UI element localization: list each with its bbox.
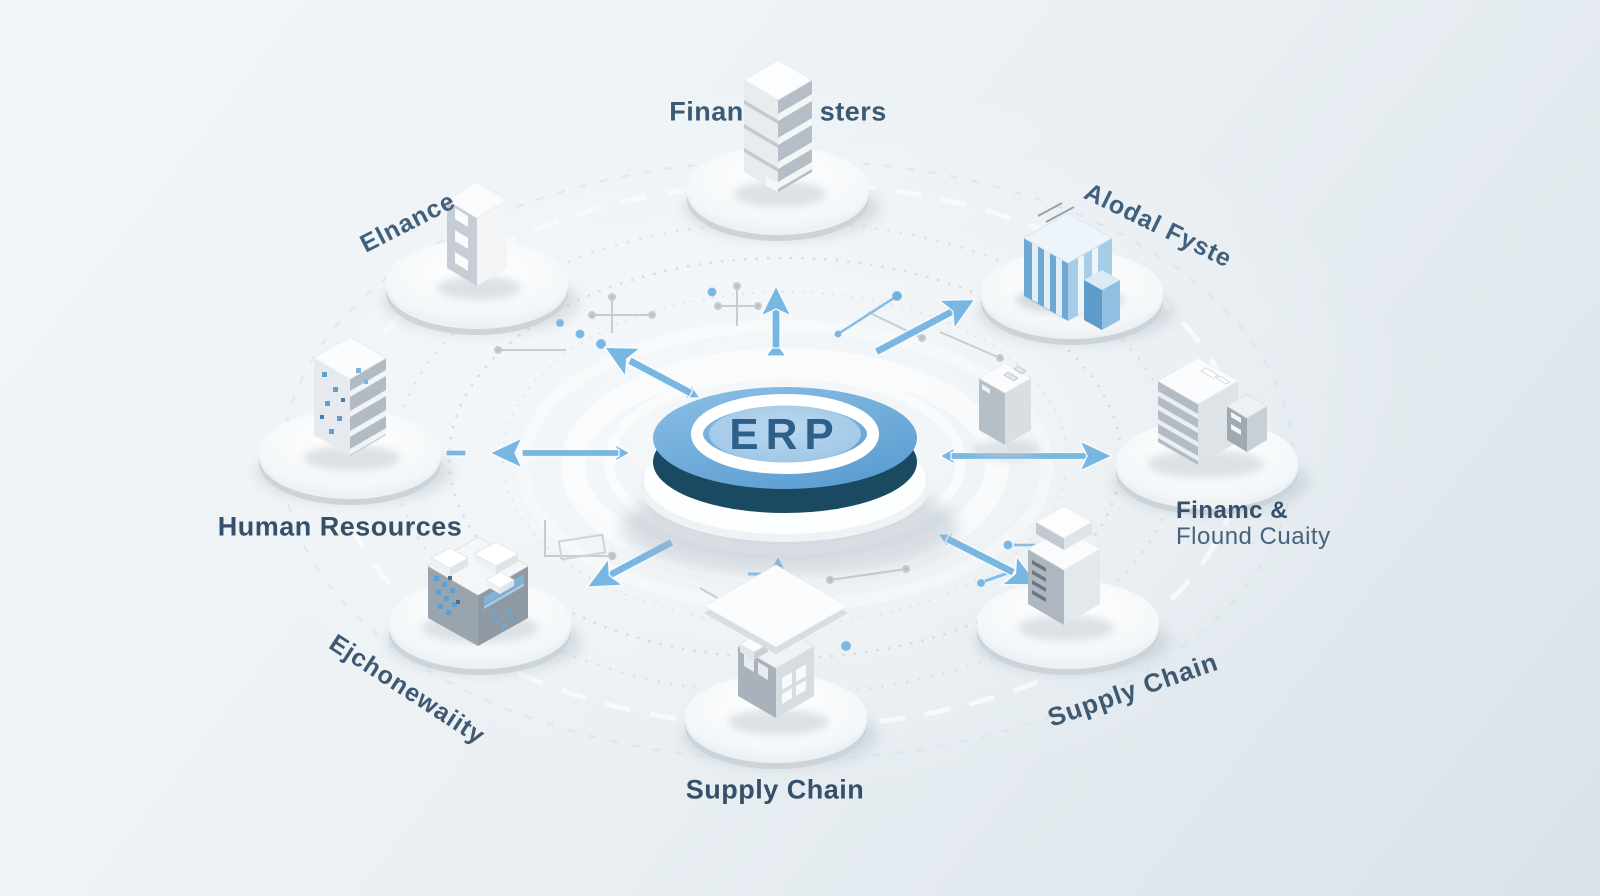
erp-hub-label: ERP <box>729 410 840 459</box>
node-label-top-right-part: sters <box>819 96 887 127</box>
node-label-top-left-part: Finan <box>669 96 744 127</box>
box-tower-building-icon <box>437 181 521 300</box>
slab-tower-building-icon <box>734 59 826 207</box>
blue-datacenter-building-icon <box>1016 202 1124 330</box>
panel-office-building-icon <box>1148 357 1268 478</box>
node-label-right: Finamc & Flound Cuaity <box>1176 498 1331 550</box>
cube-warehouse-building-icon <box>422 536 538 646</box>
server-box-icon <box>972 362 1040 460</box>
buildings <box>304 59 1268 735</box>
arrow-west-icon <box>445 436 632 470</box>
stepped-tower-building-icon <box>1018 505 1114 641</box>
erp-hub-disc: ERP <box>622 387 958 577</box>
node-label-top: Finan sters <box>669 97 887 128</box>
node-label-left: Human Resources <box>217 511 463 542</box>
node-label-right-line1: Finamc & <box>1176 497 1289 524</box>
node-label-bottom: Supply Chain <box>685 774 865 805</box>
floating-roof-building-icon <box>703 564 849 735</box>
arrow-northwest-icon <box>603 346 702 399</box>
node-label-right-line2: Flound Cuaity <box>1176 523 1331 550</box>
decal-tower-building-icon <box>304 336 400 471</box>
arrow-north-icon <box>759 284 793 357</box>
arrow-northeast-icon <box>873 298 977 357</box>
